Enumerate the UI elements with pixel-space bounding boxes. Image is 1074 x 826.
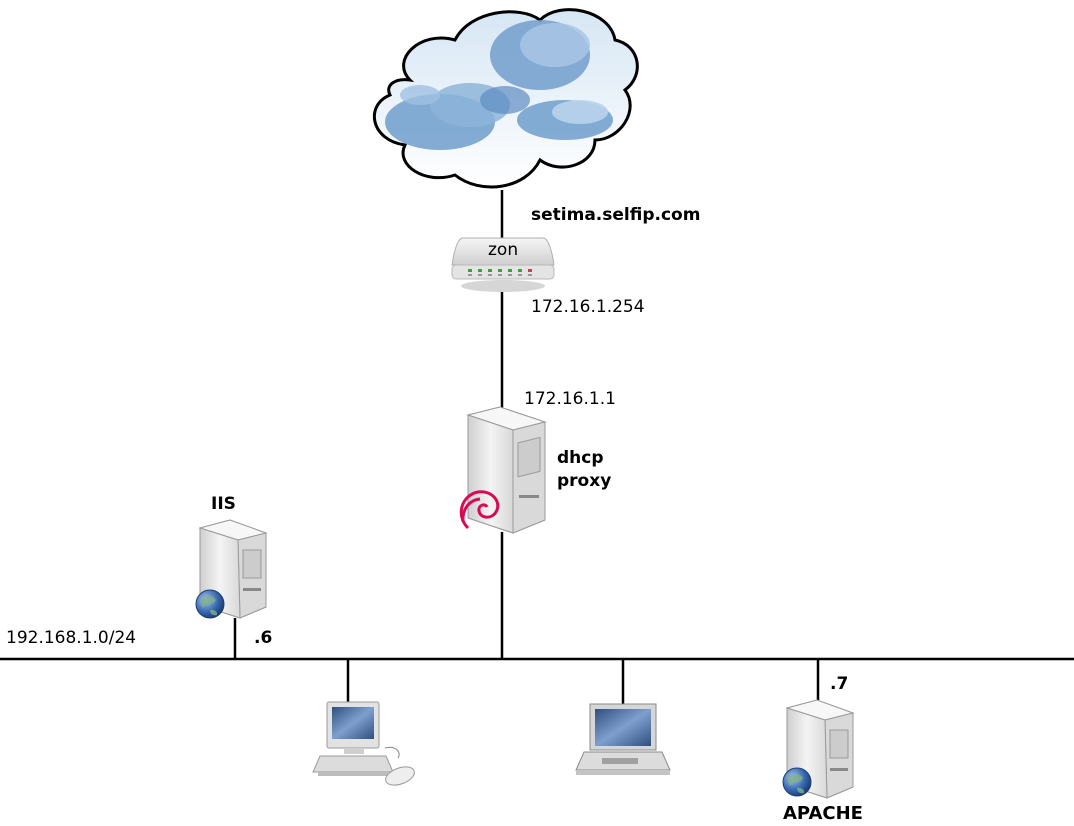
gateway-ip-label: 172.16.1.1: [524, 389, 616, 409]
apache-server-name-label: APACHE: [783, 803, 863, 824]
gateway-role-proxy-label: proxy: [557, 471, 612, 491]
router-leds: [468, 269, 532, 276]
apache-globe-icon: [782, 767, 812, 797]
gateway-role-dhcp-label: dhcp: [557, 448, 604, 468]
iis-server-icon: [195, 519, 268, 619]
iis-globe-icon: [195, 589, 225, 619]
lan-subnet-label: 192.168.1.0/24: [6, 628, 137, 648]
desktop-computer-icon: [312, 701, 415, 786]
apache-server-icon: [782, 699, 855, 799]
network-links: [0, 190, 1074, 704]
iis-server-name-label: IIS: [211, 494, 236, 514]
router-brand-label: zon: [488, 240, 519, 260]
router-ip-label: 172.16.1.254: [531, 297, 645, 317]
internet-cloud-icon: [372, 8, 639, 189]
debian-swirl-icon: [459, 490, 500, 530]
laptop-icon: [575, 703, 671, 775]
gateway-server-icon: [459, 406, 547, 534]
internet-hostname-label: setima.selfip.com: [531, 205, 701, 225]
apache-host-suffix-label: .7: [830, 674, 849, 694]
router-icon: [451, 237, 555, 292]
iis-host-suffix-label: .6: [254, 628, 273, 648]
